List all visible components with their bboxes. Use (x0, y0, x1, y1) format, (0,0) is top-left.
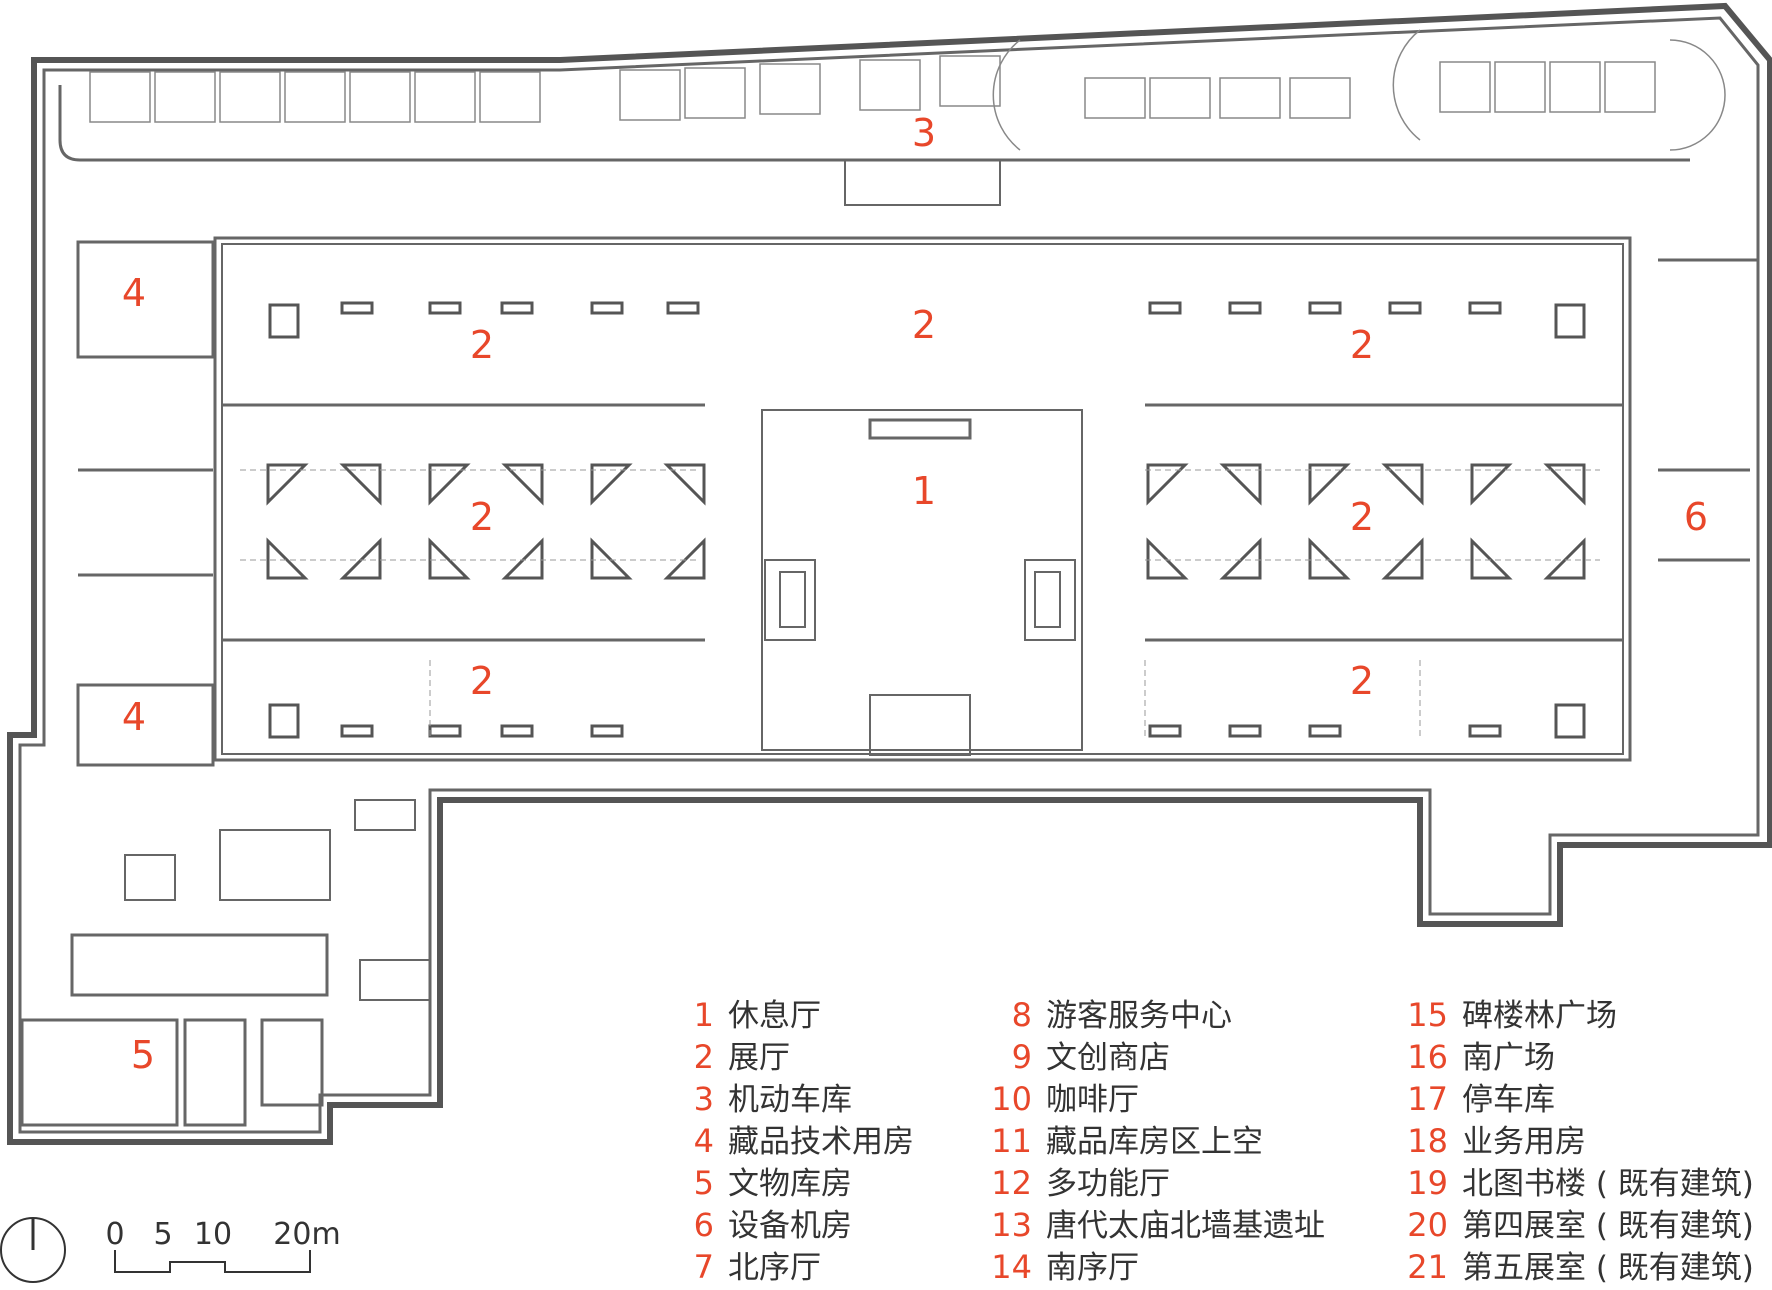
legend-label: 南序厅 (1046, 1250, 1139, 1286)
legend-label: 多功能厅 (1046, 1166, 1170, 1202)
legend-label: 第四展室 ( 既有建筑) (1462, 1208, 1754, 1244)
north-arrow-icon (0, 1217, 66, 1283)
stair-cores (124, 159, 1076, 1001)
legend-num: 17 (1407, 1080, 1448, 1118)
legend-label: 碑楼林广场 (1462, 998, 1617, 1034)
legend-num: 11 (991, 1122, 1032, 1160)
legend-label: 机动车库 (728, 1082, 852, 1118)
room-labels: 3 4 2 2 2 2 1 2 6 2 2 4 5 (122, 111, 1708, 1077)
room-label: 2 (1350, 659, 1374, 703)
legend-num: 7 (693, 1248, 714, 1286)
legend-label: 北图书楼 ( 既有建筑) (1462, 1166, 1754, 1202)
legend-label: 北序厅 (728, 1250, 821, 1286)
legend-label: 藏品库房区上空 (1046, 1124, 1263, 1160)
legend-item: 18 业务用房 (1398, 1120, 1754, 1162)
legend-num: 18 (1407, 1122, 1448, 1160)
legend-label: 展厅 (728, 1040, 790, 1076)
legend-item: 6 设备机房 (690, 1204, 914, 1246)
legend-item: 11 藏品库房区上空 (982, 1120, 1325, 1162)
room-label: 5 (131, 1033, 155, 1077)
legend-label: 休息厅 (728, 998, 821, 1034)
legend-item: 3 机动车库 (690, 1078, 914, 1120)
room-label: 2 (470, 323, 494, 367)
room-label: 6 (1684, 495, 1708, 539)
room-label: 2 (1350, 323, 1374, 367)
legend-item: 9 文创商店 (982, 1036, 1325, 1078)
legend-item: 10 咖啡厅 (982, 1078, 1325, 1120)
legend-item: 16 南广场 (1398, 1036, 1754, 1078)
legend-item: 7 北序厅 (690, 1246, 914, 1288)
legend-item: 17 停车库 (1398, 1078, 1754, 1120)
outer-walls (7, 2, 1772, 1145)
legend-column-2: 8 游客服务中心 9 文创商店 10 咖啡厅 11 藏品库房区上空 12 多功能厅 13 唐… (982, 994, 1325, 1288)
columns (266, 301, 1586, 739)
legend-num: 12 (991, 1164, 1032, 1202)
room-label: 1 (912, 469, 936, 513)
scale-tick-0: 0 (105, 1217, 124, 1252)
legend-item: 2 展厅 (690, 1036, 914, 1078)
legend-label: 设备机房 (728, 1208, 852, 1244)
legend-num: 19 (1407, 1164, 1448, 1202)
legend-num: 1 (693, 996, 714, 1034)
legend-item: 12 多功能厅 (982, 1162, 1325, 1204)
legend-num: 20 (1407, 1206, 1448, 1244)
legend-item: 4 藏品技术用房 (690, 1120, 914, 1162)
legend-item: 15 碑楼林广场 (1398, 994, 1754, 1036)
legend-item: 13 唐代太庙北墙基遗址 (982, 1204, 1325, 1246)
legend-num: 13 (991, 1206, 1032, 1244)
legend-label: 南广场 (1462, 1040, 1555, 1076)
legend-item: 21 第五展室 ( 既有建筑) (1398, 1246, 1754, 1288)
legend-label: 停车库 (1462, 1082, 1555, 1118)
legend-label: 文物库房 (728, 1166, 852, 1202)
inner-walls (18, 16, 1760, 1134)
legend-num: 21 (1407, 1248, 1448, 1286)
legend-label: 游客服务中心 (1046, 998, 1232, 1034)
room-label: 4 (122, 695, 146, 739)
legend-num: 9 (1011, 1038, 1032, 1076)
legend-column-1: 1 休息厅 2 展厅 3 机动车库 4 藏品技术用房 5 文物库房 6 设备机房 7 北序厅 (690, 994, 914, 1288)
scale-bar: 0 5 10 20m (105, 1217, 341, 1273)
room-label: 4 (122, 271, 146, 315)
scale-tick-5: 5 (153, 1217, 172, 1252)
legend-num: 8 (1011, 996, 1032, 1034)
structural-grid (240, 469, 1600, 740)
legend-num: 5 (693, 1164, 714, 1202)
legend-num: 10 (991, 1080, 1032, 1118)
legend-item: 14 南序厅 (982, 1246, 1325, 1288)
legend-item: 5 文物库房 (690, 1162, 914, 1204)
legend-item: 1 休息厅 (690, 994, 914, 1036)
room-label: 2 (470, 659, 494, 703)
parking-stalls (89, 29, 1726, 151)
legend-label: 咖啡厅 (1046, 1082, 1139, 1118)
legend-num: 4 (693, 1122, 714, 1160)
legend-num: 14 (991, 1248, 1032, 1286)
legend-num: 15 (1407, 996, 1448, 1034)
scale-tick-20: 20m (273, 1217, 340, 1252)
legend-label: 第五展室 ( 既有建筑) (1462, 1250, 1754, 1286)
legend-label: 文创商店 (1046, 1040, 1170, 1076)
room-label: 2 (1350, 495, 1374, 539)
scale-tick-10: 10 (194, 1217, 232, 1252)
legend-num: 2 (693, 1038, 714, 1076)
legend-num: 16 (1407, 1038, 1448, 1076)
legend-item: 8 游客服务中心 (982, 994, 1325, 1036)
legend-label: 藏品技术用房 (728, 1124, 914, 1160)
room-label: 2 (470, 495, 494, 539)
legend-item: 20 第四展室 ( 既有建筑) (1398, 1204, 1754, 1246)
legend-item: 19 北图书楼 ( 既有建筑) (1398, 1162, 1754, 1204)
room-label: 3 (912, 111, 936, 155)
legend-label: 唐代太庙北墙基遗址 (1046, 1208, 1325, 1244)
legend-num: 3 (693, 1080, 714, 1118)
legend-num: 6 (693, 1206, 714, 1244)
legend-label: 业务用房 (1462, 1124, 1586, 1160)
room-label: 2 (912, 303, 936, 347)
legend-column-3: 15 碑楼林广场 16 南广场 17 停车库 18 业务用房 19 北图书楼 ( 既有建筑… (1398, 994, 1754, 1288)
